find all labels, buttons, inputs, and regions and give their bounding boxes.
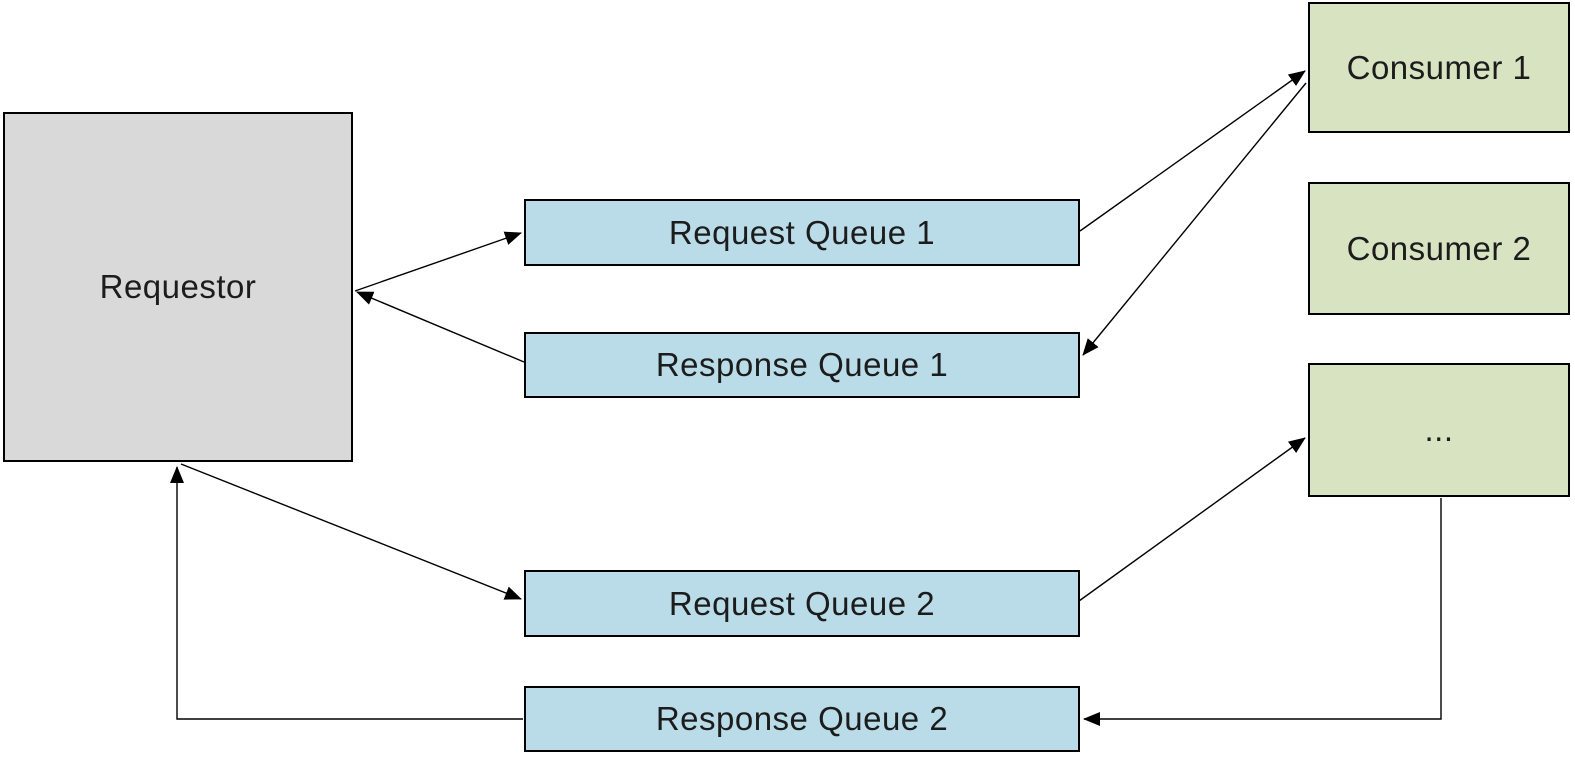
node-consumer-2-label: Consumer 2 bbox=[1346, 229, 1532, 267]
edge-consumer-1-to-response-queue-1 bbox=[1082, 82, 1307, 356]
edge-request-queue-1-to-consumer-1 bbox=[1079, 70, 1306, 232]
node-request-queue-1-label: Request Queue 1 bbox=[668, 213, 936, 251]
node-request-queue-2-label: Request Queue 2 bbox=[668, 584, 936, 622]
edge-consumer-more-to-response-queue-2 bbox=[1083, 498, 1442, 726]
edge-requestor-to-request-queue-2 bbox=[180, 463, 522, 600]
node-consumer-2: Consumer 2 bbox=[1308, 182, 1570, 315]
node-request-queue-1: Request Queue 1 bbox=[524, 199, 1080, 266]
node-requestor-label: Requestor bbox=[99, 268, 257, 305]
edge-request-queue-2-to-consumer-more bbox=[1078, 437, 1306, 602]
node-consumer-more-label: ... bbox=[1424, 411, 1454, 448]
node-response-queue-1: Response Queue 1 bbox=[524, 332, 1080, 398]
node-consumer-more: ... bbox=[1308, 363, 1570, 497]
node-request-queue-2: Request Queue 2 bbox=[524, 570, 1080, 637]
node-response-queue-2: Response Queue 2 bbox=[524, 686, 1080, 752]
edge-response-queue-1-to-requestor bbox=[356, 291, 525, 363]
node-response-queue-2-label: Response Queue 2 bbox=[655, 700, 949, 737]
node-requestor: Requestor bbox=[3, 112, 353, 462]
node-consumer-1-label: Consumer 1 bbox=[1346, 48, 1532, 86]
edge-requestor-to-request-queue-1 bbox=[354, 231, 522, 292]
edge-response-queue-2-to-requestor bbox=[170, 466, 523, 720]
node-response-queue-1-label: Response Queue 1 bbox=[655, 346, 949, 383]
node-consumer-1: Consumer 1 bbox=[1308, 2, 1570, 133]
